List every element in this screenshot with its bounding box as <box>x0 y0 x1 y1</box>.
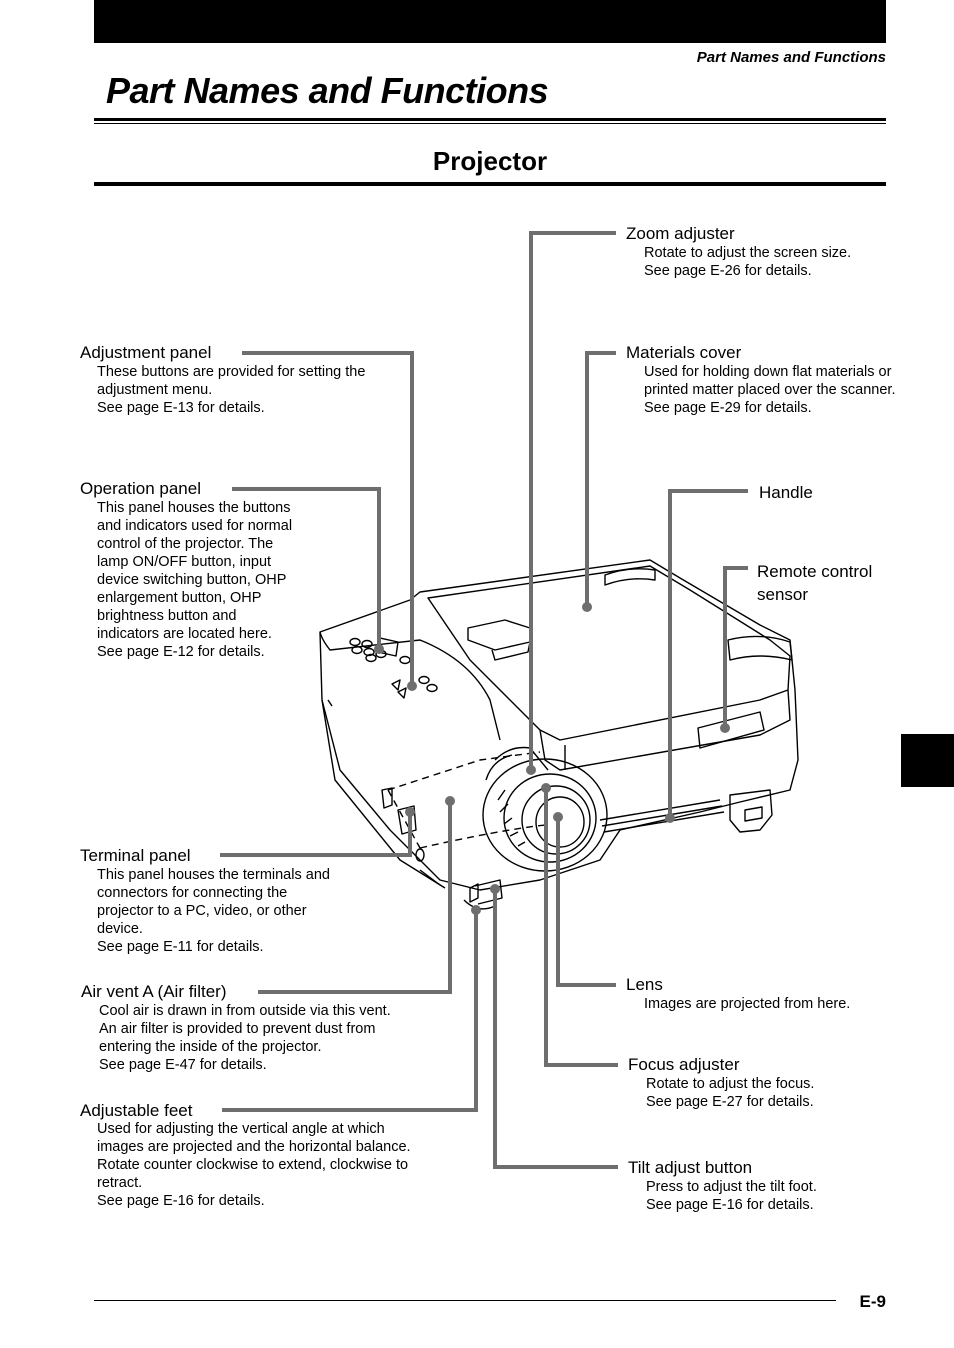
terminal-panel-label: Terminal panel <box>80 846 191 865</box>
section-rule <box>94 182 886 186</box>
air-vent-desc: Cool air is drawn in from outside via th… <box>99 1003 391 1073</box>
page-title: Part Names and Functions <box>106 70 549 111</box>
adjustable-feet-label: Adjustable feet <box>80 1101 193 1120</box>
page-number: E-9 <box>859 1292 886 1311</box>
projector-illustration <box>319 559 799 910</box>
adjustable-feet-desc: Used for adjusting the vertical angle at… <box>97 1121 411 1209</box>
leader-lines <box>220 231 748 1169</box>
lens-desc: Images are projected from here. <box>644 996 851 1012</box>
footer-rule <box>94 1300 836 1301</box>
remote-sensor-label: Remote control sensor <box>757 562 873 604</box>
zoom-adjuster-label: Zoom adjuster <box>626 224 735 243</box>
title-rule-thin <box>94 123 886 124</box>
adjustment-panel-label: Adjustment panel <box>80 343 212 362</box>
header-bar <box>94 0 886 43</box>
section-title: Projector <box>432 146 548 176</box>
adjustment-panel-desc: These buttons are provided for setting t… <box>97 364 366 416</box>
materials-cover-label: Materials cover <box>626 343 742 362</box>
focus-adjuster-desc: Rotate to adjust the focus. See page E-2… <box>646 1076 815 1110</box>
air-vent-label: Air vent A (Air filter) <box>81 982 227 1001</box>
tilt-adjust-label: Tilt adjust button <box>628 1158 753 1177</box>
terminal-panel-desc: This panel houses the terminals and conn… <box>97 867 330 955</box>
focus-adjuster-label: Focus adjuster <box>628 1055 740 1074</box>
handle-label: Handle <box>759 483 813 502</box>
lens-label: Lens <box>626 975 663 994</box>
materials-cover-desc: Used for holding down flat materials or … <box>644 364 896 416</box>
leader-dots <box>374 602 730 915</box>
operation-panel-desc: This panel houses the buttons and indica… <box>97 500 293 660</box>
zoom-adjuster-desc: Rotate to adjust the screen size. See pa… <box>644 245 852 279</box>
chapter-tab <box>901 734 954 787</box>
tilt-adjust-desc: Press to adjust the tilt foot. See page … <box>646 1179 817 1213</box>
title-rule <box>94 118 886 121</box>
operation-panel-label: Operation panel <box>80 479 201 498</box>
running-head: Part Names and Functions <box>696 49 886 66</box>
